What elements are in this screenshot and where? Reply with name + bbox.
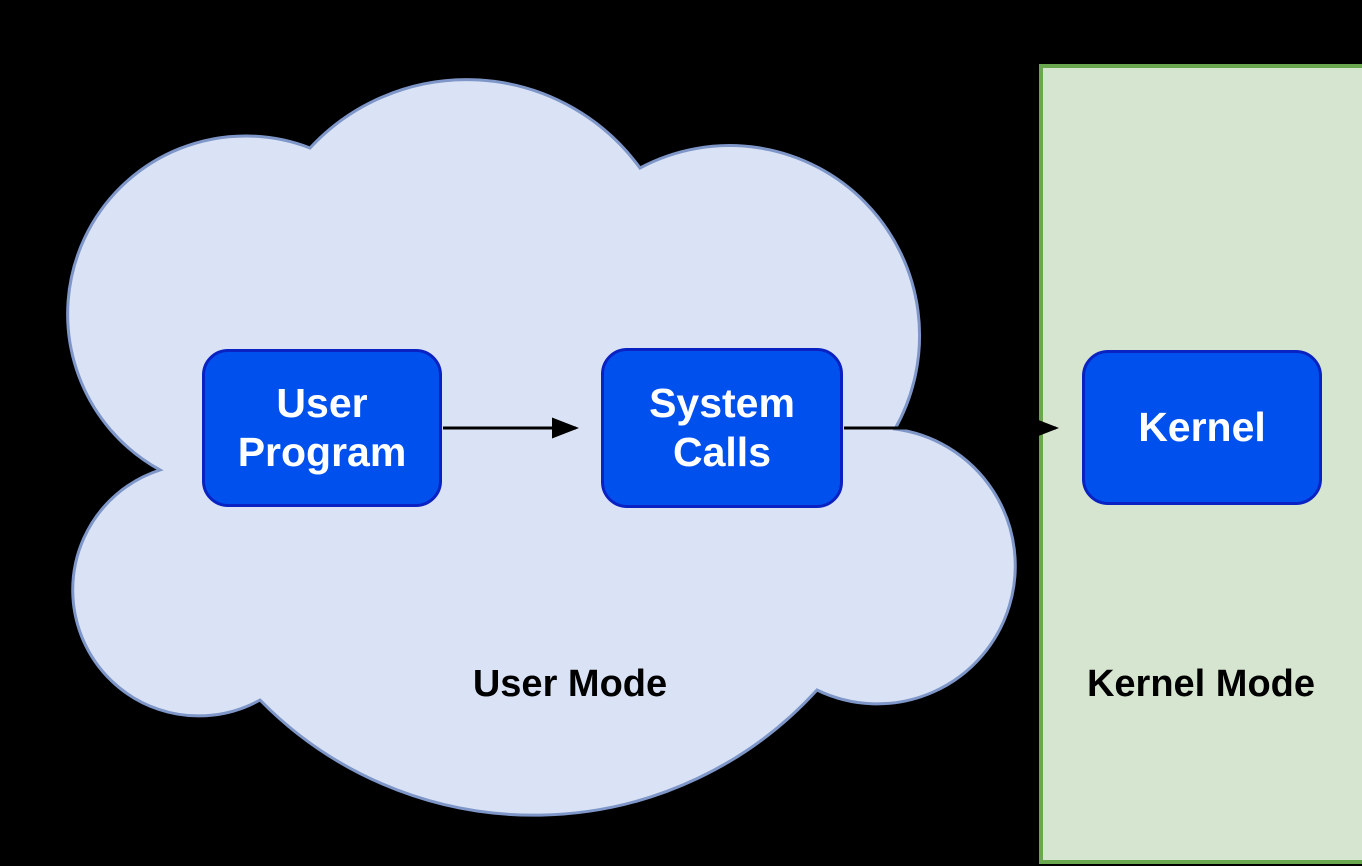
user-mode-cloud <box>66 78 1017 817</box>
node-user-program-label: User Program <box>237 379 407 475</box>
user-mode-caption: User Mode <box>472 663 668 705</box>
node-system-calls-label: System Calls <box>649 379 795 475</box>
node-system-calls: System Calls <box>601 348 843 508</box>
node-user-program: User Program <box>202 349 442 507</box>
node-kernel-label: Kernel <box>1138 403 1266 450</box>
node-kernel: Kernel <box>1082 350 1322 505</box>
kernel-mode-caption: Kernel Mode <box>1086 663 1316 705</box>
